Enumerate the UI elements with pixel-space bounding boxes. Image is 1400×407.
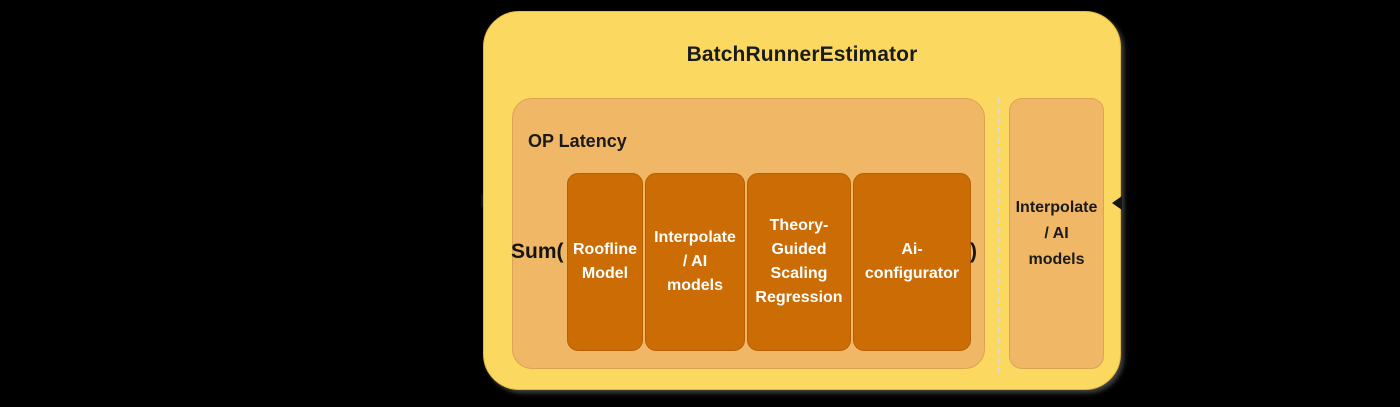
method-card-roofline-model[interactable]: Roofline Model <box>567 173 643 351</box>
method-card-theory-guided-scaling-regression[interactable]: Theory- Guided Scaling Regression <box>747 173 851 351</box>
outbound-arrow-icon <box>1112 196 1122 210</box>
sum-close-paren: ) <box>970 240 977 263</box>
method-cards-row: Roofline Model Interpolate / AI models T… <box>567 173 971 351</box>
sum-open-paren: Sum( <box>511 240 564 263</box>
method-card-interpolate-ai-models[interactable]: Interpolate / AI models <box>645 173 745 351</box>
page-title: BatchRunnerEstimator <box>686 43 918 66</box>
side-group-interpolate-ai-models[interactable]: Interpolate / AI models <box>1009 98 1104 369</box>
op-latency-label: OP Latency <box>528 131 627 151</box>
dashed-separator <box>998 97 1000 373</box>
method-card-ai-configurator[interactable]: Ai- configurator <box>853 173 971 351</box>
